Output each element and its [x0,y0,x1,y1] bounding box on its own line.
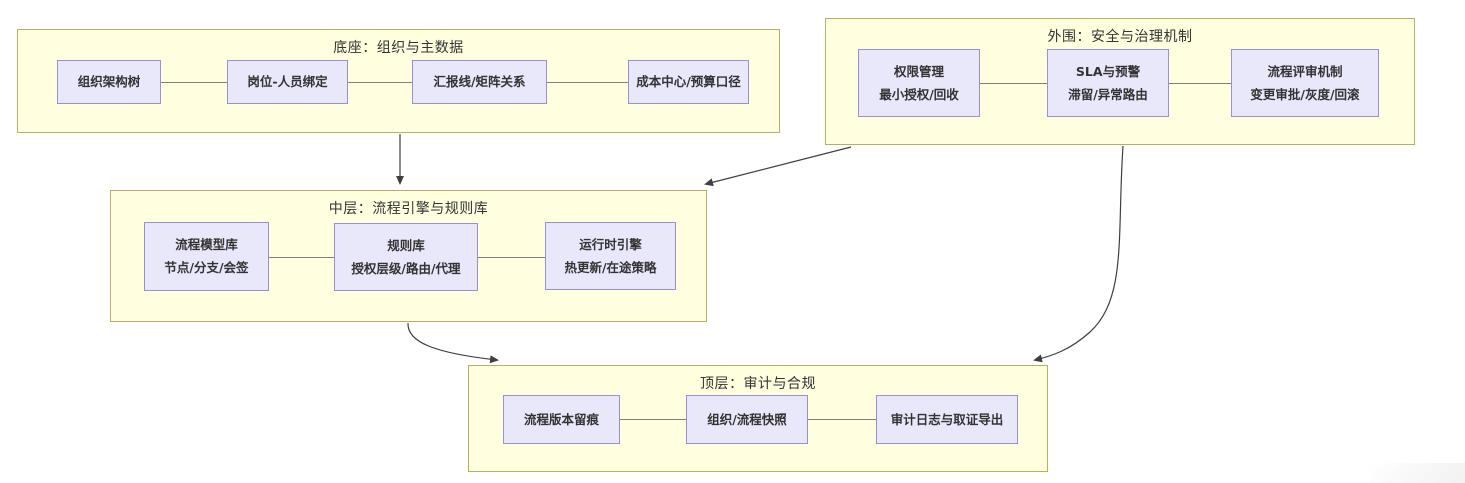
node-permission-mgmt: 权限管理 最小授权/回收 [858,49,980,117]
connector-line [808,419,876,420]
connector-line [1169,83,1231,84]
group-middle-title: 中层：流程引擎与规则库 [328,201,489,217]
node-sublabel: 变更审批/灰度/回滚 [1250,86,1360,102]
node-label: SLA与预警 [1075,63,1141,79]
node-rule-lib: 规则库 授权层级/路由/代理 [334,223,478,291]
node-position-binding: 岗位-人员绑定 [227,60,348,104]
node-reporting-lines: 汇报线/矩阵关系 [412,60,547,104]
node-label: 流程版本留痕 [523,411,599,427]
group-perimeter-title: 外围：安全与治理机制 [1047,29,1193,45]
edge-middle-to-top [407,322,499,364]
node-process-model-lib: 流程模型库 节点/分支/会签 [144,222,269,291]
node-snapshot: 组织/流程快照 [686,395,808,444]
node-label: 运行时引擎 [579,236,642,252]
group-perimeter: 外围：安全与治理机制 权限管理 最小授权/回收 SLA与预警 滞留/异常路由 流… [825,18,1415,145]
node-runtime-engine: 运行时引擎 热更新/在途策略 [545,222,676,290]
node-cost-center: 成本中心/预算口径 [628,60,749,104]
node-sublabel: 热更新/在途策略 [564,259,657,275]
node-sla-alerts: SLA与预警 滞留/异常路由 [1047,49,1169,117]
group-middle: 中层：流程引擎与规则库 流程模型库 节点/分支/会签 规则库 授权层级/路由/代… [110,190,707,322]
connector-line [478,257,545,258]
node-sublabel: 滞留/异常路由 [1068,86,1148,102]
node-audit-log-export: 审计日志与取证导出 [876,395,1018,444]
node-label: 审计日志与取证导出 [890,411,1004,427]
group-top: 顶层：审计与合规 流程版本留痕 组织/流程快照 审计日志与取证导出 [468,365,1048,472]
group-top-title: 顶层：审计与合规 [700,376,816,392]
connector-line [348,82,412,83]
watermark-smudge [1370,463,1465,483]
node-sublabel: 最小授权/回收 [879,86,959,102]
node-process-review: 流程评审机制 变更审批/灰度/回滚 [1231,49,1379,117]
edge-perimeter-to-middle [704,146,852,187]
node-label: 权限管理 [893,63,944,79]
node-org-tree: 组织架构树 [57,60,161,104]
connector-line [269,257,334,258]
node-version-trace: 流程版本留痕 [503,395,620,444]
node-sublabel: 节点/分支/会签 [164,260,249,275]
node-label: 岗位-人员绑定 [247,74,328,90]
connector-line [980,83,1047,84]
node-label: 组织架构树 [77,74,141,90]
group-base-title: 底座：组织与主数据 [333,40,464,56]
connector-line [620,419,686,420]
connector-line [547,82,628,83]
node-label: 汇报线/矩阵关系 [433,74,526,90]
node-label: 成本中心/预算口径 [636,74,741,90]
node-label: 规则库 [387,237,425,253]
group-base: 底座：组织与主数据 组织架构树 岗位-人员绑定 汇报线/矩阵关系 成本中心/预算… [17,29,780,133]
connector-line [161,82,227,83]
node-label: 组织/流程快照 [707,411,787,427]
node-sublabel: 授权层级/路由/代理 [351,260,461,276]
node-label: 流程模型库 [175,237,238,253]
edge-perimeter-to-top [1033,145,1124,363]
node-label: 流程评审机制 [1267,63,1343,79]
